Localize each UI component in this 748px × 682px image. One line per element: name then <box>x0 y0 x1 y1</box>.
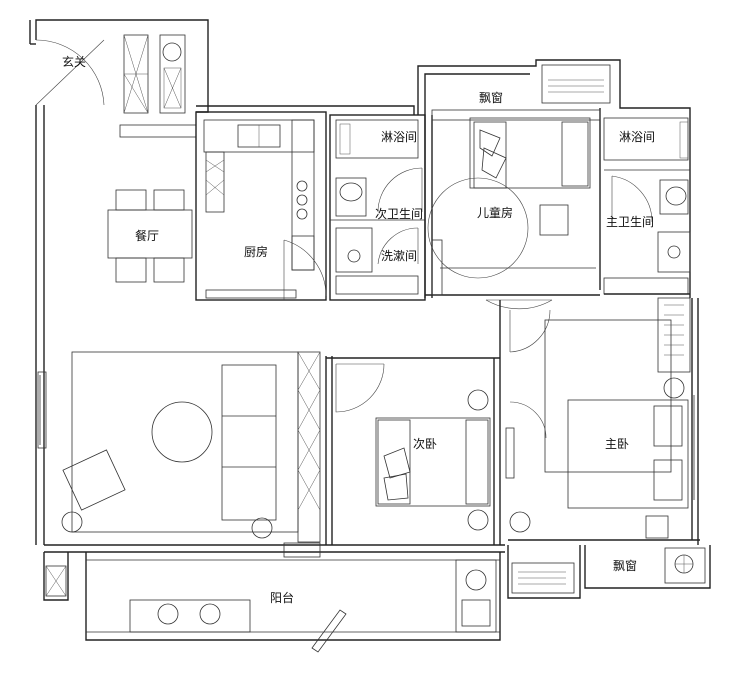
kids-room <box>424 108 601 310</box>
room-label-kids-room: 儿童房 <box>476 206 514 220</box>
dining-table <box>107 189 193 283</box>
balcony <box>45 559 497 653</box>
outer-walls <box>29 19 711 641</box>
living-room <box>61 351 321 558</box>
kitchen <box>195 111 327 301</box>
room-label-shower-b: 淋浴间 <box>618 130 656 144</box>
room-label-kitchen: 厨房 <box>243 245 269 259</box>
room-label-master-bath: 主卫生间 <box>605 215 655 229</box>
room-label-balcony: 阳台 <box>269 591 295 605</box>
room-label-second-bedroom: 次卧 <box>412 437 438 451</box>
second-bedroom <box>325 300 551 545</box>
room-label-washroom: 洗漱间 <box>380 249 418 263</box>
master-bath <box>603 117 691 295</box>
entrance-area <box>35 34 197 138</box>
room-label-master-bedroom: 主卧 <box>604 437 630 451</box>
room-label-second-bath: 次卫生间 <box>374 207 424 221</box>
room-label-bay-window-top: 飘窗 <box>478 91 504 105</box>
room-label-bay-window-bottom: 飘窗 <box>612 559 638 573</box>
room-label-shower-a: 淋浴间 <box>380 130 418 144</box>
master-bedroom <box>505 297 691 539</box>
room-label-entrance: 玄关 <box>61 55 87 69</box>
room-label-dining: 餐厅 <box>134 229 160 243</box>
